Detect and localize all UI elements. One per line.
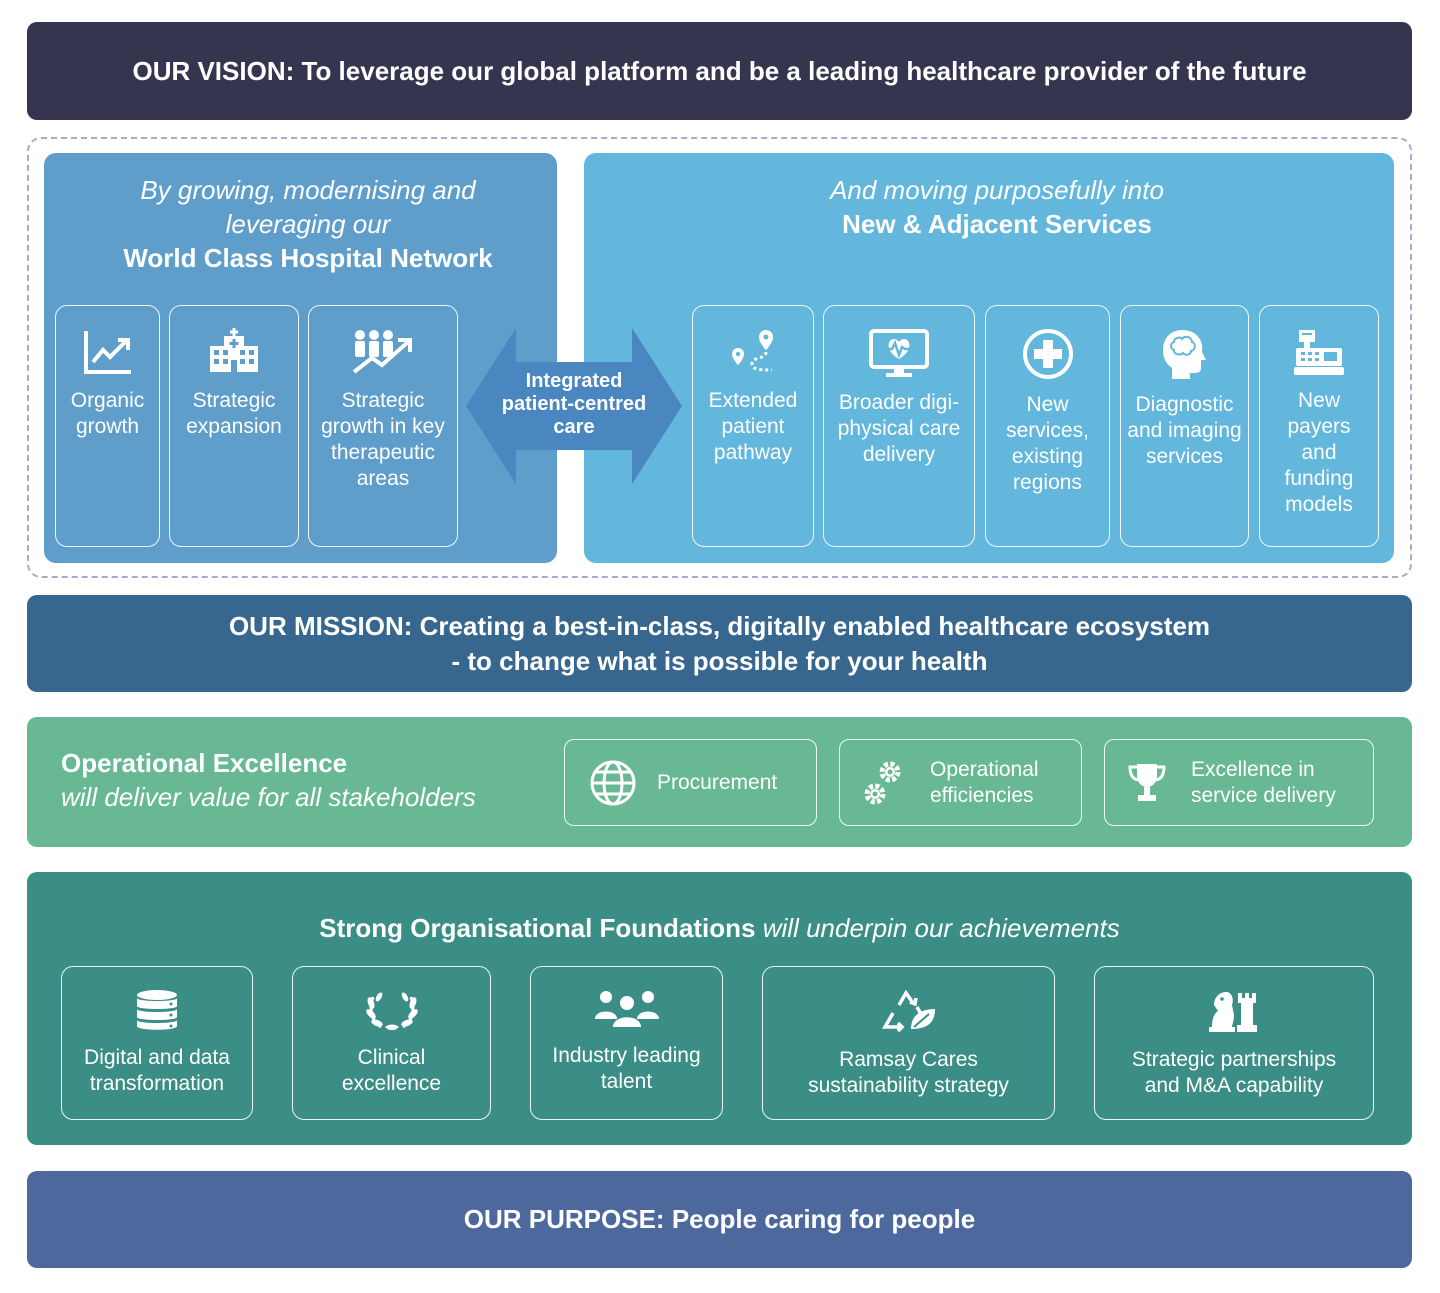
card-ramsay-cares: Ramsay Cares sustainability strategy [762, 966, 1055, 1120]
card-label-line-2: transformation [89, 1072, 225, 1095]
card-label-line-1: Industry leading [552, 1044, 701, 1067]
medical-cross-icon [1022, 329, 1073, 379]
card-label: Strategic growth in key therapeutic area… [321, 389, 445, 490]
card-label-line-1: Operational [930, 757, 1039, 781]
integrated-care-line-1: Integrated [525, 370, 623, 392]
card-label-line-1: Digital and data [84, 1046, 230, 1069]
purpose-text: People caring for people [671, 1204, 976, 1234]
card-label: Organic growth [70, 389, 145, 438]
hospital-network-title: By growing, modernising and leveraging o… [44, 173, 572, 275]
new-services-title: And moving purposefully into New & Adjac… [584, 173, 1410, 241]
operational-excellence-title-bold: Operational Excellence [61, 748, 348, 778]
card-extended-pathway: Extended patient pathway [692, 305, 814, 547]
card-label-line-2: and M&A capability [1144, 1074, 1324, 1097]
vision-banner: OUR VISION: To leverage our global platf… [27, 22, 1412, 120]
card-strategic-growth: Strategic growth in key therapeutic area… [308, 305, 458, 547]
card-label: New payers and funding models [1284, 389, 1354, 516]
foundations-title-bold: Strong Organisational Foundations [319, 913, 756, 943]
purpose-label: OUR PURPOSE: [463, 1204, 665, 1234]
card-label: Procurement [657, 770, 778, 794]
people-growth-icon [352, 330, 412, 374]
card-new-payers: New payers and funding models [1259, 305, 1379, 547]
card-new-services: New services, existing regions [985, 305, 1110, 547]
recycle-leaf-icon [881, 989, 935, 1033]
card-label-line-2: excellence [341, 1072, 442, 1095]
gears-icon [864, 761, 901, 804]
card-label: Extended patient pathway [708, 389, 798, 464]
card-label-line-2: service delivery [1191, 783, 1336, 807]
team-icon [594, 991, 659, 1027]
trophy-icon [1128, 763, 1166, 801]
integrated-care-line-3: care [553, 416, 595, 438]
card-clinical-excellence: Clinical excellence [292, 966, 491, 1120]
card-label: Broader digi-physical care delivery [837, 391, 961, 466]
map-pathway-icon [732, 330, 773, 372]
operational-excellence-title: Operational Excellence will deliver valu… [61, 746, 476, 814]
card-label: Strategic expansion [186, 389, 282, 438]
card-label: Diagnostic and imaging services [1127, 393, 1242, 468]
new-services-title-bold: New & Adjacent Services [842, 209, 1152, 239]
cash-register-icon [1294, 330, 1344, 375]
card-label-line-1: Ramsay Cares [839, 1048, 978, 1071]
card-label-line-1: Excellence in [1191, 757, 1315, 781]
vision-text: To leverage our global platform and be a… [301, 55, 1307, 86]
database-icon [137, 990, 177, 1030]
chess-pieces-icon [1209, 992, 1257, 1032]
card-procurement: Procurement [564, 739, 817, 826]
hospital-network-title-bold: World Class Hospital Network [123, 243, 493, 273]
new-services-title-italic: And moving purposefully into [830, 175, 1164, 205]
mission-label: OUR MISSION: [228, 610, 413, 641]
card-organic-growth: Organic growth [55, 305, 160, 547]
integrated-care-label: Integrated patient-centred care [480, 370, 668, 439]
card-industry-talent: Industry leading talent [530, 966, 723, 1120]
globe-icon [590, 760, 636, 805]
card-service-delivery: Excellence in service delivery [1104, 739, 1374, 826]
hospital-network-title-italic-1: By growing, modernising and [140, 175, 476, 205]
foundations-title-italic: will underpin our achievements [762, 913, 1120, 943]
operational-excellence-title-italic: will deliver value for all stakeholders [61, 782, 476, 812]
mission-line-2: - to change what is possible for your he… [451, 645, 988, 676]
hospital-building-icon [210, 328, 258, 372]
organisational-foundations-band [27, 872, 1412, 1145]
card-label-line-1: Clinical [357, 1046, 426, 1069]
card-strategic-expansion: Strategic expansion [169, 305, 299, 547]
card-label-line-2: talent [600, 1070, 653, 1093]
card-strategic-partnerships: Strategic partnerships and M&A capabilit… [1094, 966, 1374, 1120]
integrated-care-double-arrow [466, 328, 682, 484]
hospital-network-title-italic-2: leveraging our [225, 209, 391, 239]
strategy-dashed-frame [27, 137, 1412, 578]
foundations-title: Strong Organisational Foundations will u… [27, 911, 1412, 945]
card-label-line-2: efficiencies [930, 783, 1034, 807]
laurel-wreath-icon [365, 992, 418, 1030]
mission-banner: OUR MISSION: Creating a best-in-class, d… [27, 595, 1412, 692]
mission-line-1: Creating a best-in-class, digitally enab… [419, 610, 1211, 641]
line-chart-icon [83, 331, 131, 374]
hospital-network-panel [44, 153, 557, 563]
card-label-line-2: sustainability strategy [808, 1074, 1009, 1097]
brain-head-icon [1162, 330, 1206, 379]
card-digi-physical: Broader digi-physical care delivery [823, 305, 975, 547]
card-label-line-1: Strategic partnerships [1131, 1048, 1337, 1071]
card-diagnostic-imaging: Diagnostic and imaging services [1120, 305, 1249, 547]
monitor-heartbeat-icon [869, 329, 929, 377]
vision-label: OUR VISION: [132, 55, 295, 86]
purpose-banner: OUR PURPOSE: People caring for people [27, 1171, 1412, 1268]
card-label: New services, existing regions [1006, 393, 1089, 494]
integrated-care-line-2: patient-centred [501, 393, 647, 415]
card-digital-data: Digital and data transformation [61, 966, 253, 1120]
card-operational-efficiencies: Operational efficiencies [839, 739, 1082, 826]
